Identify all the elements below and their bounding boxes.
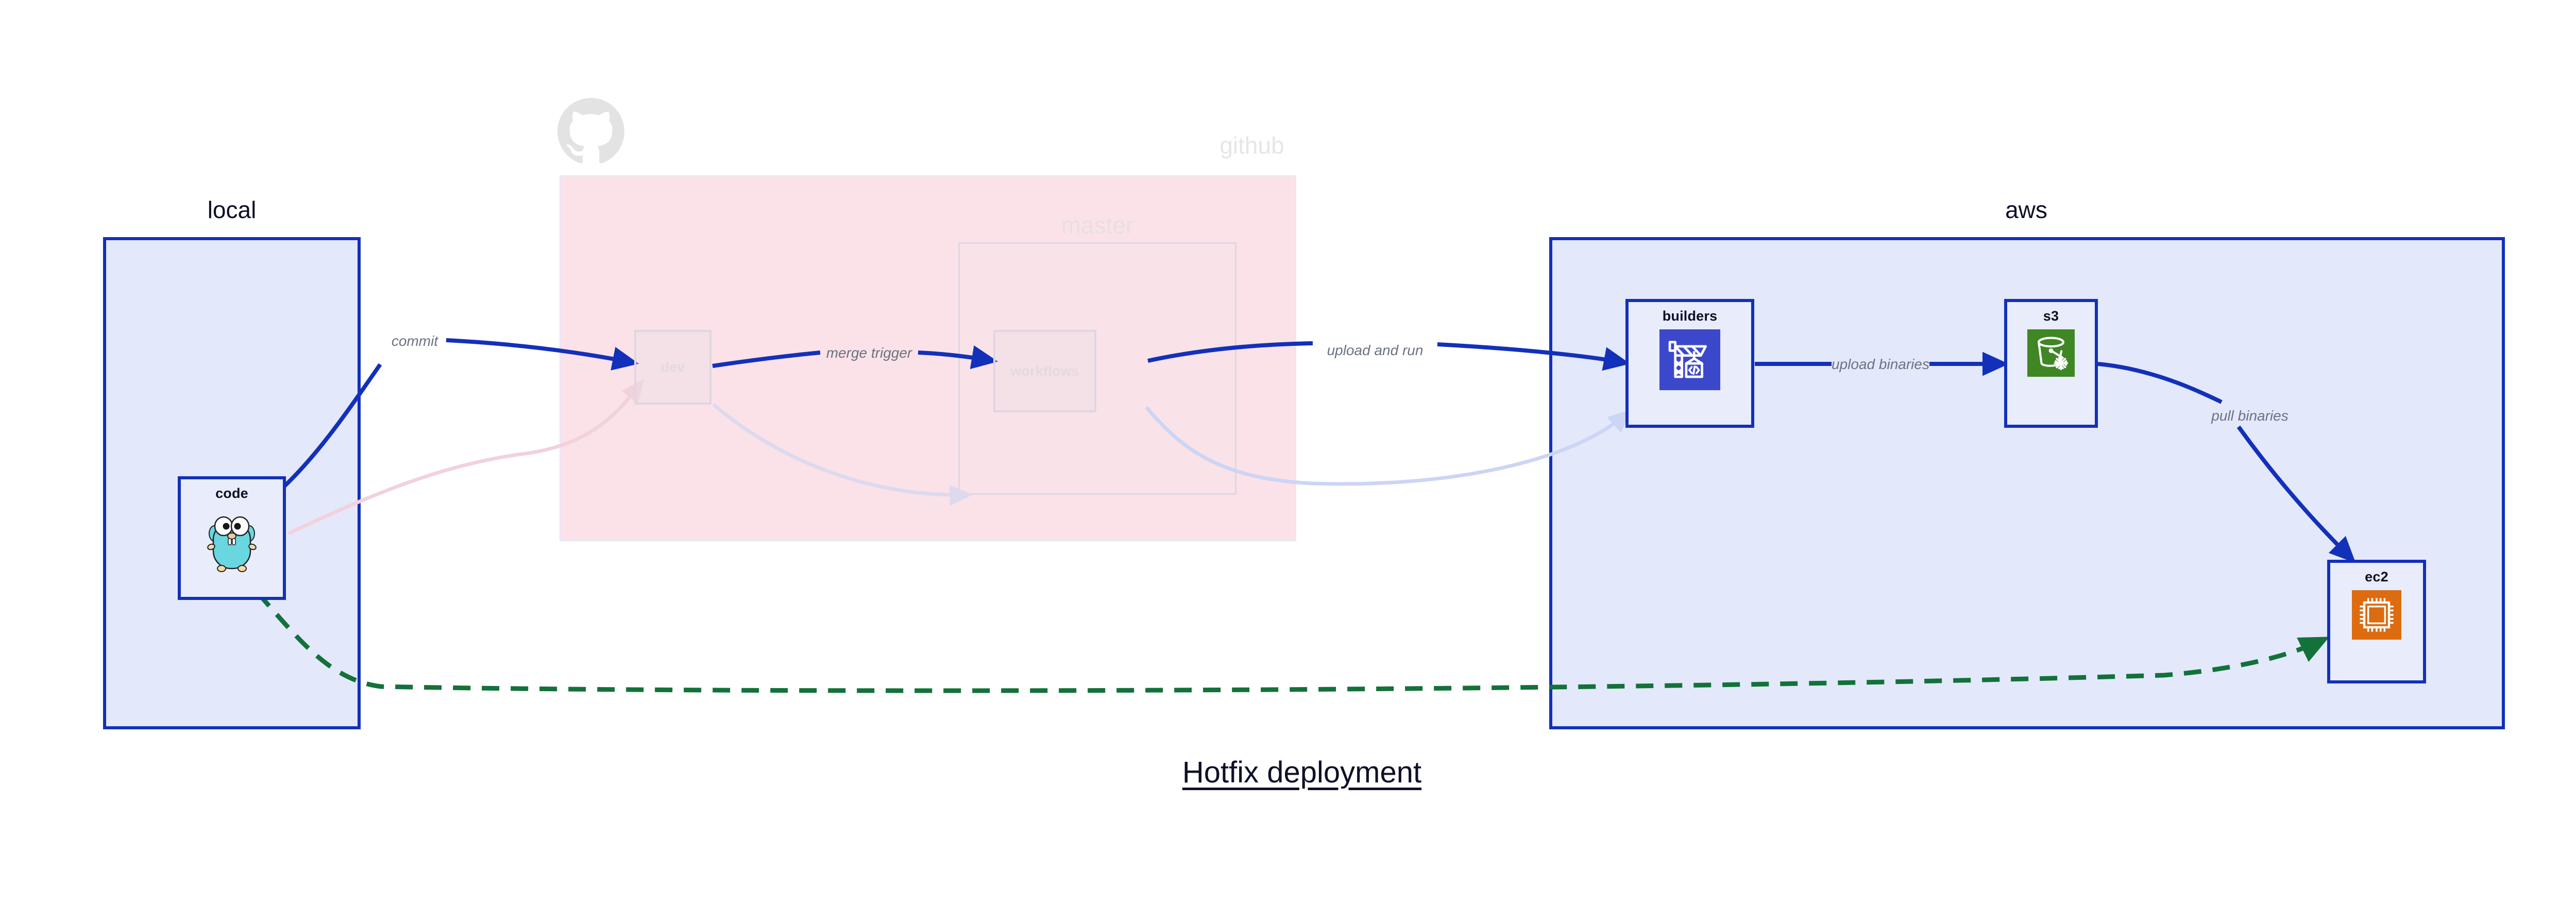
edge-commit-line-a <box>279 363 382 491</box>
edge-merge-trigger-line-b <box>918 345 998 370</box>
aws-s3-glacier-icon <box>2027 329 2075 379</box>
edge-pull-binaries-line-a <box>2097 362 2223 404</box>
edge-pull-binaries-line-b <box>2236 425 2356 563</box>
group-master <box>958 242 1236 495</box>
edge-merge-trigger-line-a <box>712 350 821 368</box>
node-builders-label: builders <box>1662 308 1718 324</box>
group-github-label: github <box>1219 132 1284 159</box>
edge-commit-line-b <box>446 338 639 371</box>
edge-hotfix-direct-dashed <box>256 591 2330 693</box>
node-dev-label: dev <box>660 359 685 375</box>
node-code[interactable]: code <box>178 476 286 600</box>
edge-label-pull-binaries: pull binaries <box>2211 408 2289 424</box>
faded-edge-code-to-dev <box>287 379 645 536</box>
faded-edge-dev-to-workflows <box>712 403 973 506</box>
edge-label-upload-binaries: upload binaries <box>1832 356 1929 372</box>
aws-codebuild-icon <box>1659 329 1720 393</box>
github-octocat-icon <box>557 98 624 163</box>
node-code-label: code <box>215 486 248 501</box>
node-builders[interactable]: builders <box>1625 299 1754 428</box>
group-aws-label: aws <box>2005 196 2047 223</box>
aws-ec2-icon <box>2352 590 2401 642</box>
group-github <box>560 175 1296 541</box>
edge-upload-and-run-line-b <box>1437 342 1631 371</box>
node-ec2[interactable]: ec2 <box>2327 560 2426 683</box>
node-ec2-label: ec2 <box>2365 569 2388 584</box>
edge-label-commit: commit <box>391 333 438 349</box>
node-s3-label: s3 <box>2043 308 2059 324</box>
diagram-title: Hotfix deployment <box>1182 756 1422 789</box>
node-s3[interactable]: s3 <box>2004 299 2098 428</box>
node-workflows[interactable]: workflows <box>993 330 1096 412</box>
group-master-label: master <box>1061 212 1134 239</box>
group-local-label: local <box>207 196 257 223</box>
go-gopher-icon <box>203 507 261 575</box>
node-workflows-label: workflows <box>1010 363 1079 379</box>
edge-label-upload-and-run: upload and run <box>1327 342 1423 358</box>
edge-upload-and-run-line-a <box>1147 341 1313 363</box>
node-dev[interactable]: dev <box>634 330 711 405</box>
edge-label-merge-trigger: merge trigger <box>826 345 912 361</box>
faded-edge-workflows-to-builders <box>1145 406 1632 486</box>
